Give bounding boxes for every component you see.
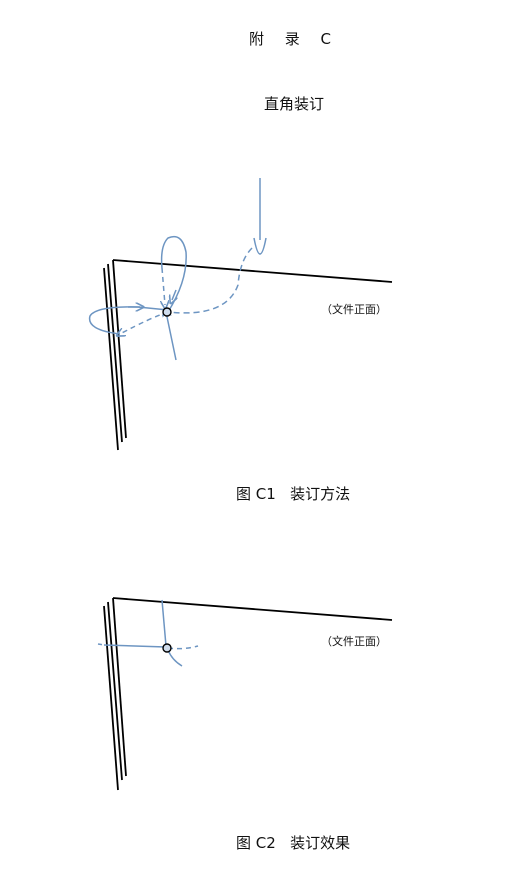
thread-bottom-tail: [166, 312, 177, 361]
paper-left-edge-3: [103, 267, 119, 451]
binding-hole: [162, 307, 172, 317]
paper-left-edge-3: [103, 605, 119, 791]
document-front-label: （文件正面）: [321, 635, 387, 648]
paper-left-edge-1: [112, 597, 127, 777]
binding-thread: [88, 178, 267, 361]
paper-top-edge: [112, 259, 393, 283]
binding-hole: [162, 643, 172, 653]
paper-left-edge-2: [107, 263, 123, 443]
thread-top-loop: [160, 235, 187, 313]
paper-top-edge: [112, 597, 393, 621]
thread-dashed-right: [167, 645, 199, 650]
thread-top-loop-dashed: [162, 267, 165, 305]
thread-tail: [167, 649, 183, 667]
paper-left-edge-1: [112, 259, 127, 439]
figure-c2-caption: 图 C2 装订效果: [236, 834, 351, 852]
thread-left-loop-dashed: [120, 311, 169, 334]
paper-stack: [103, 597, 393, 791]
thread-path-dashed-right: [167, 247, 253, 314]
document-front-label: （文件正面）: [321, 303, 387, 316]
paper-stack: [103, 259, 393, 451]
figure-c1-caption: 图 C1 装订方法: [236, 485, 351, 503]
thread-arrow-top: [172, 289, 176, 300]
binding-method-diagram: [88, 178, 393, 451]
section-title: 直角装订: [263, 95, 324, 113]
thread-vertical: [161, 599, 167, 647]
thread-horizontal: [103, 644, 167, 648]
thread-dashed-left: [97, 643, 105, 646]
binding-effect-diagram: [97, 597, 393, 791]
thread-left-loop: [88, 306, 169, 335]
paper-left-edge-2: [107, 601, 123, 781]
appendix-title: 附 录 C: [248, 30, 339, 48]
needle-eye: [253, 237, 267, 255]
